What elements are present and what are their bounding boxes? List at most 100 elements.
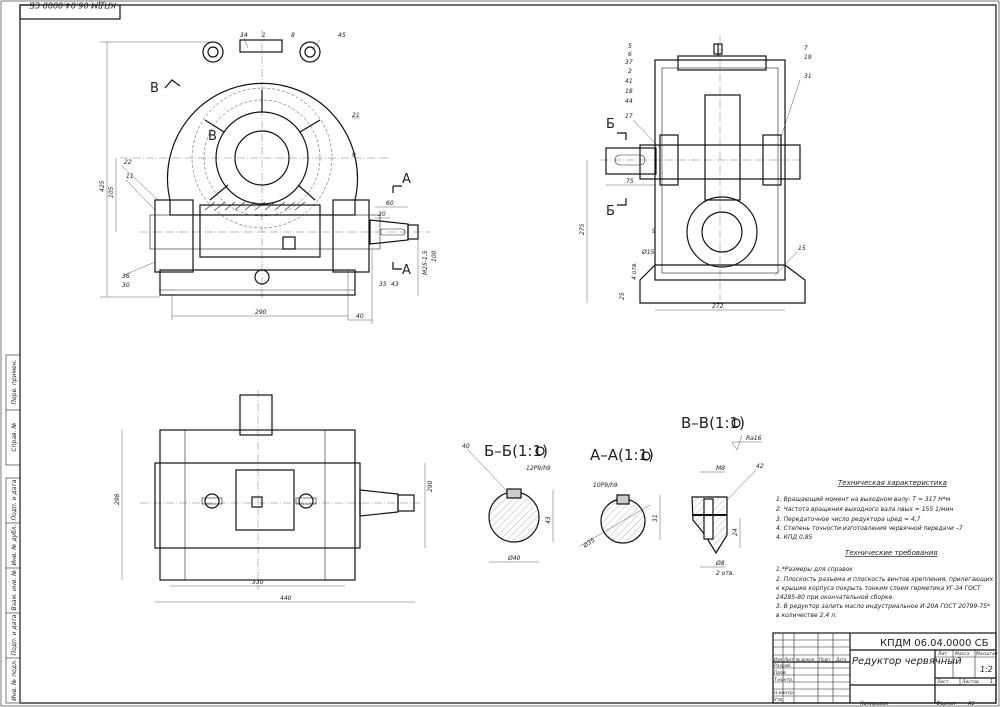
dim-label: 75 bbox=[626, 178, 634, 185]
plan-view: 330 440 298 290 bbox=[114, 390, 434, 603]
section-title: В–В(1:1) bbox=[681, 414, 745, 432]
callout: 8 bbox=[291, 32, 295, 39]
callout: 7 bbox=[804, 45, 808, 52]
note-line: 4. КПД 0,85 bbox=[776, 534, 813, 541]
dim-label: 290 bbox=[255, 309, 267, 316]
copied-label: Копировал bbox=[860, 701, 889, 707]
callout: 17 bbox=[625, 113, 633, 120]
dim-label: 12P9/h9 bbox=[526, 465, 551, 472]
dim-label: Ø15 bbox=[641, 249, 655, 256]
row-label: Н.контр. bbox=[774, 690, 794, 696]
dim-label: 60 bbox=[386, 200, 394, 207]
note-line: в количестве 2,4 л. bbox=[776, 612, 837, 619]
lit-label: Лит. bbox=[937, 651, 948, 657]
callout: 2 bbox=[628, 68, 632, 75]
col-header: Лист bbox=[783, 657, 795, 662]
callouts: 5 6 37 2 41 18 44 17 7 19 31 15 bbox=[625, 43, 812, 276]
designation: КПДМ 06.04.0000 СБ bbox=[880, 638, 989, 649]
note-line: 2. Плоскость разъема и плоскость винтов … bbox=[776, 576, 994, 583]
dim-label: 25 bbox=[619, 292, 626, 300]
section-mark-v: В bbox=[150, 81, 159, 96]
callout: 41 bbox=[625, 78, 633, 85]
stamp-label: Перв. примен. bbox=[11, 359, 18, 404]
note-line: 4. Степень точности изготовления червячн… bbox=[776, 525, 963, 532]
tech-characteristics: Техническая характеристика 1. Вращающий … bbox=[776, 479, 963, 541]
note-line: 2. Частота вращения выходного вала nвых … bbox=[776, 506, 953, 513]
sheet-label: Лист bbox=[936, 679, 949, 685]
callout: 37 bbox=[625, 59, 633, 66]
dim-label: Ø8 bbox=[715, 560, 725, 567]
dim-label: 330 bbox=[252, 579, 264, 586]
dim-label: Ø40 bbox=[507, 555, 521, 562]
corner-stamp-text: КПДМ 06.04.0000 СБ bbox=[29, 0, 116, 9]
note-line: 3. Передаточное число редуктора uред = 4… bbox=[776, 516, 921, 523]
drawing-name: Редуктор червячный bbox=[852, 656, 962, 667]
dim-label: M25-1,5 bbox=[422, 250, 429, 275]
row-label: Утв. bbox=[774, 697, 783, 703]
callout: 40 bbox=[462, 443, 470, 450]
note-line: 1. Вращающий момент на выходном валу: T … bbox=[776, 496, 951, 503]
callout: 19 bbox=[804, 54, 812, 61]
callout: 45 bbox=[338, 32, 346, 39]
callout: 18 bbox=[625, 88, 633, 95]
callout: 5 bbox=[628, 43, 632, 50]
drawing-frame bbox=[19, 4, 997, 704]
note-line: 3. В редуктор залить масло индустриально… bbox=[776, 603, 990, 610]
callout: 1 bbox=[262, 32, 266, 39]
mass-label: Масса bbox=[955, 651, 970, 657]
dim-label: Ø35 bbox=[581, 537, 596, 551]
format-value: A1 bbox=[967, 701, 975, 707]
dim-label: 272 bbox=[712, 303, 724, 310]
section-mark-b: Б bbox=[606, 117, 615, 132]
section-aa: А–А(1:1) 10P9/h9 Ø35 31 bbox=[579, 446, 661, 551]
corner-stamp: КПДМ 06.04.0000 СБ bbox=[19, 0, 121, 20]
callout: 34 bbox=[240, 32, 248, 39]
stamp-label: Инв. № подл. bbox=[11, 659, 18, 700]
title-block: КПДМ 06.04.0000 СБ Редуктор червячный Из… bbox=[772, 632, 998, 707]
col-header: № докум. bbox=[795, 657, 816, 662]
callout: 43 bbox=[391, 281, 399, 288]
row-label: Т.контр. bbox=[774, 677, 794, 683]
dim-label: 425 bbox=[99, 180, 106, 192]
section-vv: В–В(1:1) Ra16 M8 42 24 Ø8 2 отв. bbox=[681, 414, 764, 577]
col-header: Изм. bbox=[774, 657, 783, 662]
section-mark-b: Б bbox=[606, 204, 615, 219]
note-line: к крышке корпуса покрыть тонким слоем ге… bbox=[776, 585, 982, 592]
dim-label: 9 bbox=[652, 228, 656, 235]
col-header: Подп. bbox=[819, 657, 831, 662]
tech-requirements: Технические требования 1.*Размеры для сп… bbox=[776, 549, 994, 619]
stamp-label: Инв. № дубл. bbox=[11, 524, 18, 565]
dim-label: 4 отв. bbox=[631, 262, 638, 280]
scale-label: Масштаб bbox=[976, 651, 998, 657]
callout: 31 bbox=[804, 73, 812, 80]
callout: 6 bbox=[628, 51, 632, 58]
row-label: Пров. bbox=[774, 670, 787, 676]
callout: 44 bbox=[625, 98, 633, 105]
note-line: 24285-80 при окончательной сборке. bbox=[776, 594, 894, 601]
section-mark-v: В bbox=[208, 129, 217, 144]
callout: 30 bbox=[122, 282, 130, 289]
dim-label: 24 bbox=[732, 528, 739, 536]
callout: 42 bbox=[756, 463, 764, 470]
side-view: 275 75 9 Ø15 4 отв. 25 272 Б Б 5 6 37 2 … bbox=[579, 35, 812, 311]
callouts: 34 1 8 45 21 9 22 11 36 30 35 43 bbox=[121, 32, 399, 289]
callout: 35 bbox=[379, 281, 387, 288]
front-view: 425 105 290 40 60 30 M25-1,5 100 В В А А… bbox=[99, 30, 438, 324]
callout: 36 bbox=[122, 273, 130, 280]
dim-label: 43 bbox=[545, 516, 552, 524]
section-mark-a: А bbox=[402, 263, 411, 278]
scale-value: 1:2 bbox=[980, 665, 993, 674]
roughness-label: Ra16 bbox=[746, 435, 762, 442]
format-label: Формат bbox=[936, 701, 957, 707]
stamp-label: Подп. и дата bbox=[11, 614, 18, 655]
col-header: Дата bbox=[835, 657, 847, 662]
dim-label: 440 bbox=[280, 595, 292, 602]
dim-label: 40 bbox=[356, 313, 364, 320]
dim-label: 2 отв. bbox=[716, 570, 734, 577]
section-title: Б–Б(1:1) bbox=[484, 442, 548, 460]
dim-label: 298 bbox=[114, 493, 121, 505]
callout: 21 bbox=[352, 112, 360, 119]
notes-heading: Техническая характеристика bbox=[838, 479, 947, 487]
